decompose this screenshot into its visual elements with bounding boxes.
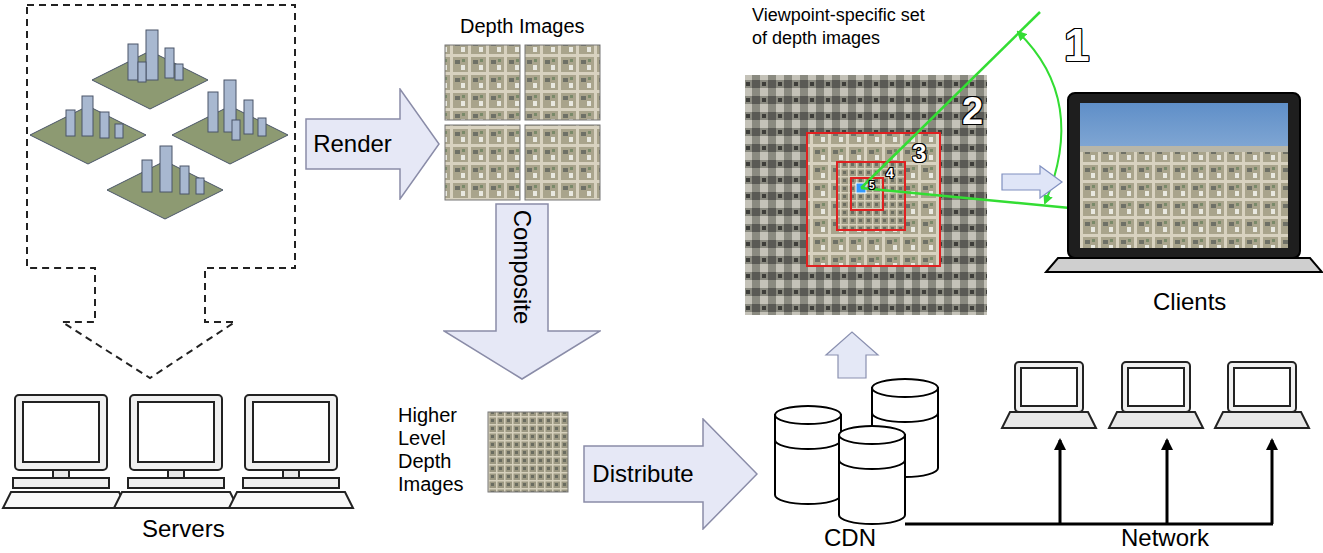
callout-number: 3 [912,140,926,166]
arrow-label: Composite [510,210,534,325]
arrow-outline [584,419,757,529]
arrow-outline [306,89,439,199]
callout-number: 1 [1064,22,1090,68]
distribute-arrow: Distribute [583,418,758,530]
image-heading: Higher Level Depth Images [398,404,480,496]
image-heading: Depth Images [460,16,585,36]
arrow-label: Render [313,132,392,156]
callout-number: 4 [886,166,894,180]
callout-number: 2 [962,92,983,130]
clients-label: Clients [1153,290,1226,314]
callout-number: 5 [869,181,875,191]
network-label: Network [1118,526,1212,550]
arrow-outline [444,204,600,379]
arrow-label: Distribute [592,462,693,486]
view-caption: Viewpoint-specific set of depth images [752,4,942,49]
cdn-label: CDN [821,526,879,550]
servers-label: Servers [142,517,225,541]
render-arrow: Render [305,88,440,200]
composite-arrow: Composite [443,203,601,380]
arrow-text-area: Distribute [583,446,703,502]
arrow-text-area: Composite [496,203,548,331]
arrow-text-area: Render [305,119,400,169]
